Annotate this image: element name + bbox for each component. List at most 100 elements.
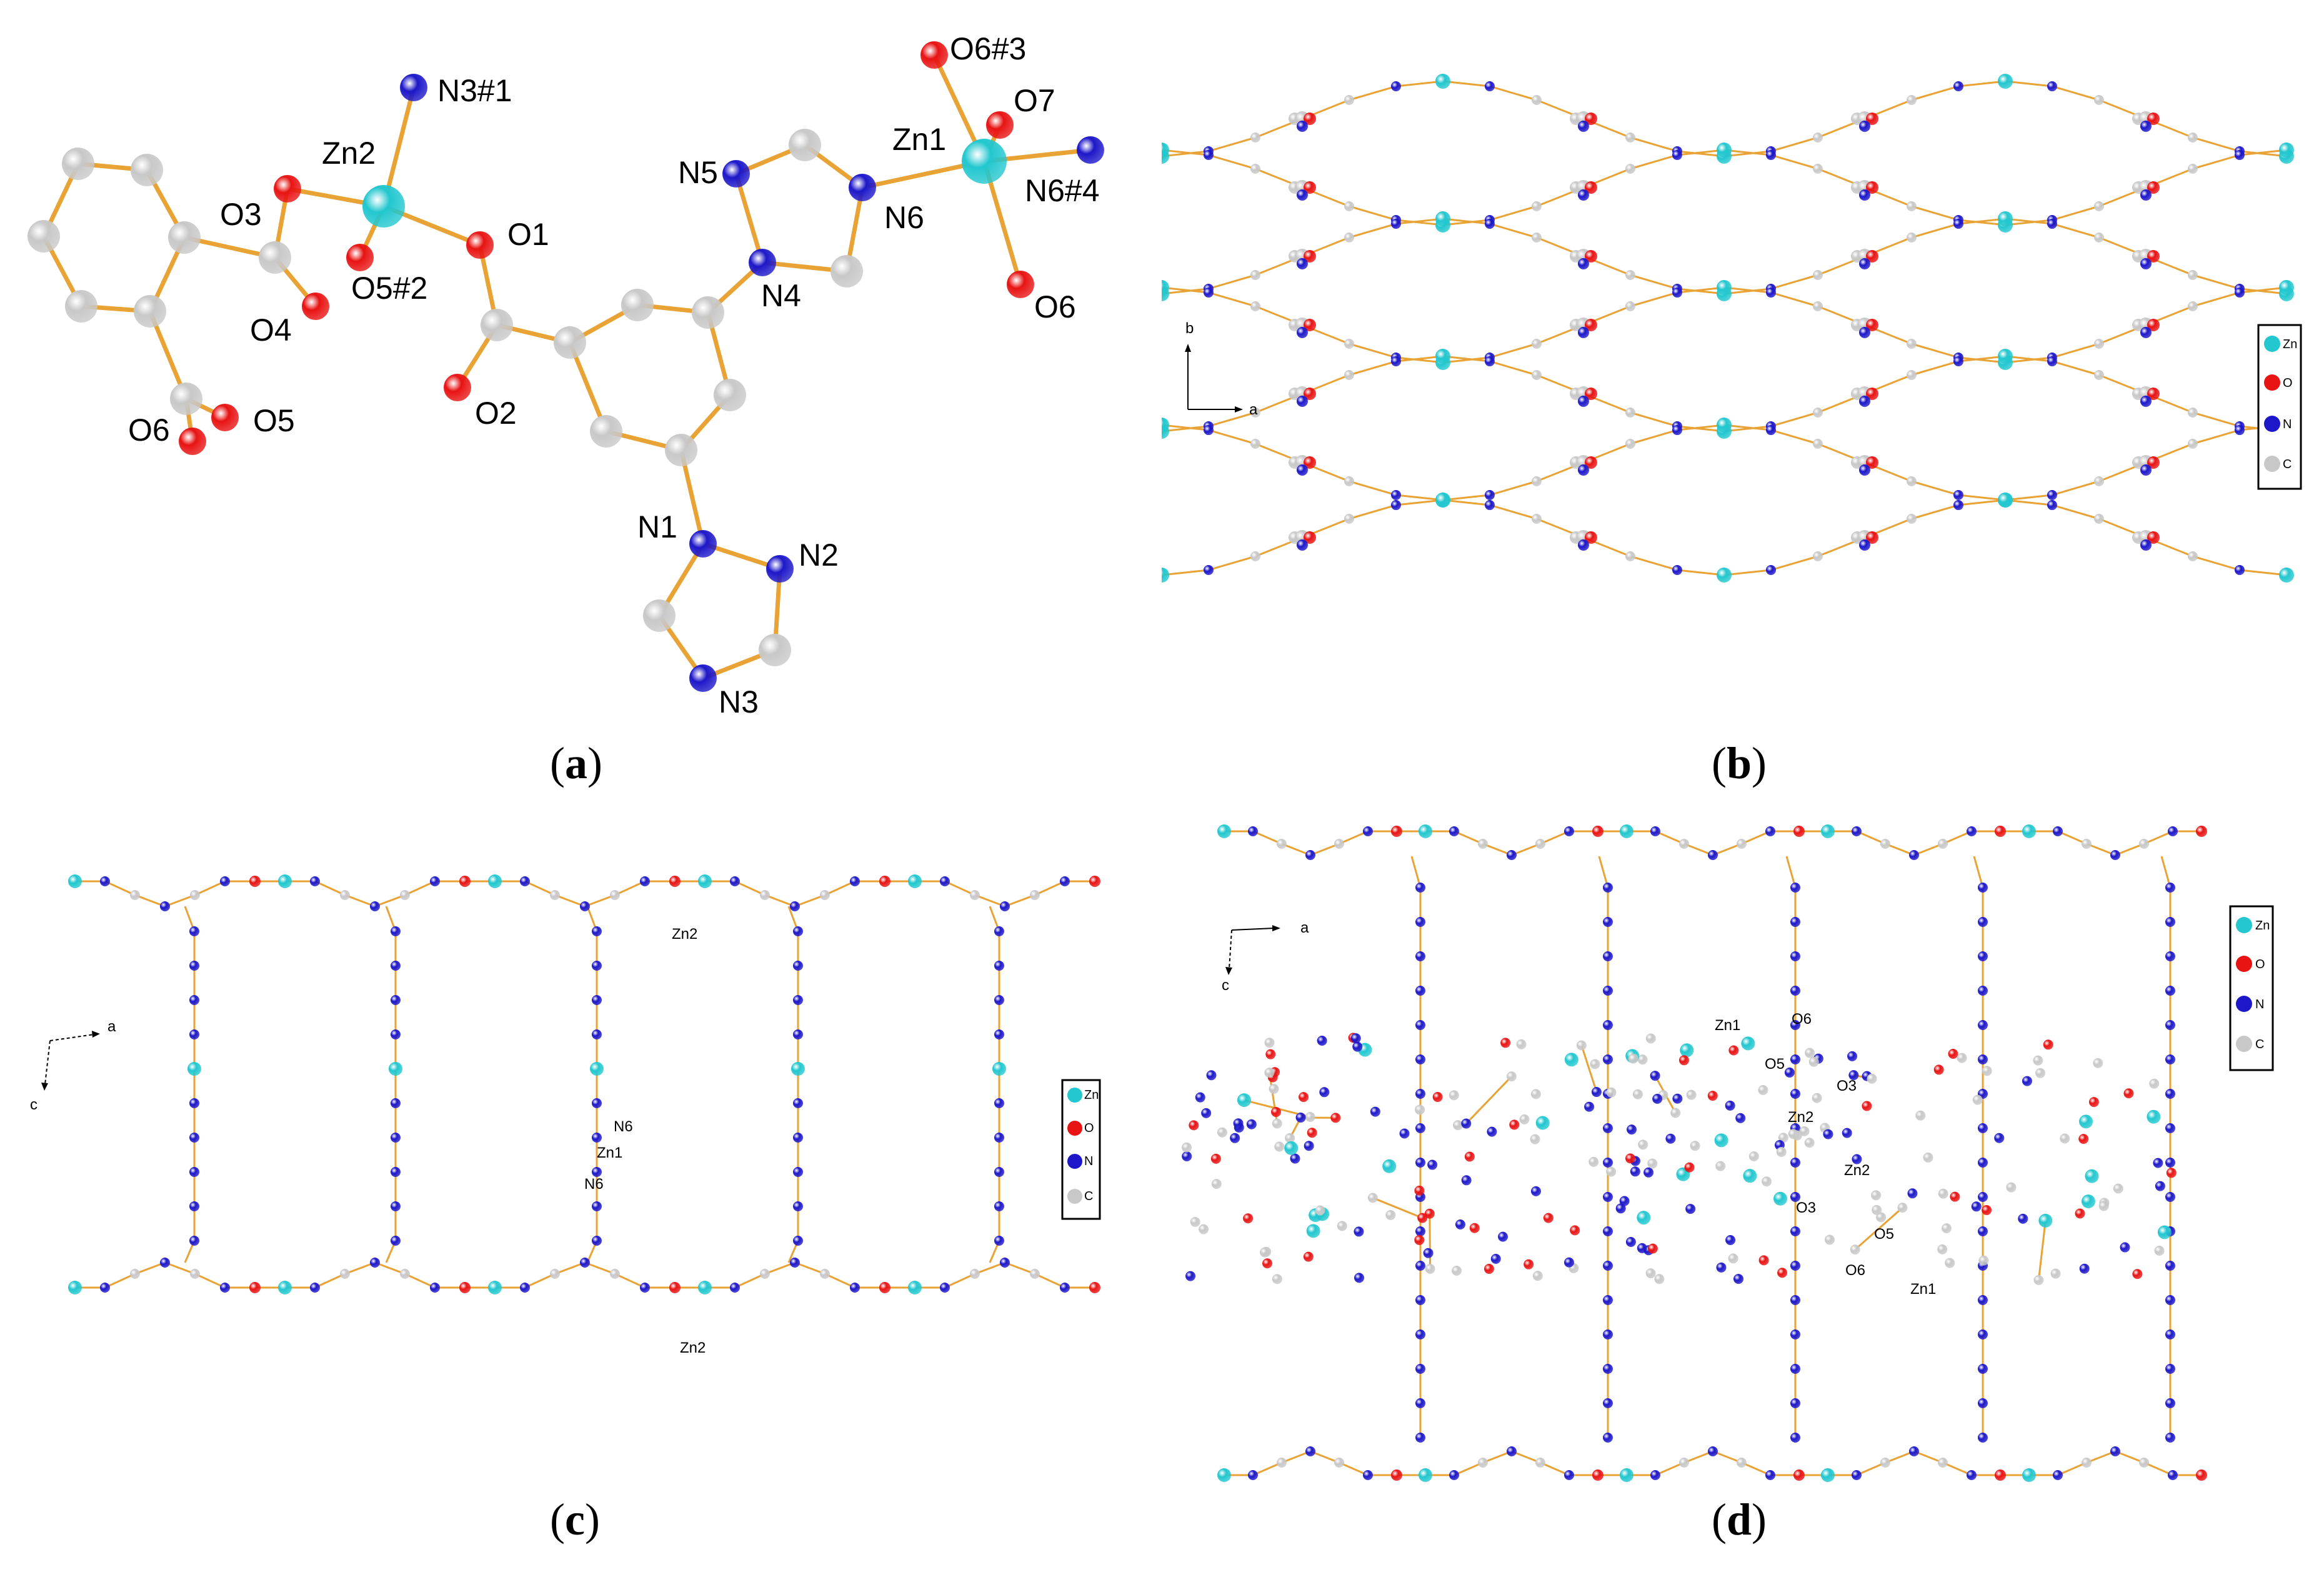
atom-zn <box>1717 568 1732 583</box>
atom-c <box>1625 164 1635 174</box>
atom-n <box>1907 1188 1918 1199</box>
atom-o <box>1982 1205 1992 1216</box>
legend-n-c: N <box>1084 1154 1093 1168</box>
atom-c <box>2154 1245 2165 1256</box>
atom-o <box>1866 319 1878 331</box>
atom-c <box>1737 839 1747 849</box>
label-zn2-lower-d: Zn2 <box>1844 1162 1870 1179</box>
atom-zn <box>278 874 292 888</box>
atom-c <box>1625 551 1635 561</box>
atom-n <box>1790 1089 1800 1099</box>
atom-n <box>2165 986 2175 996</box>
atom-n <box>1391 356 1401 367</box>
atom-c <box>1715 1161 1726 1171</box>
label-n6-lower-c: N6 <box>584 1176 604 1193</box>
atom-n <box>1978 1158 1988 1168</box>
atom-n <box>994 1201 1004 1211</box>
atom-n <box>592 926 602 936</box>
atom-c <box>400 1269 410 1279</box>
atom-c <box>1897 1203 1908 1213</box>
atom-c <box>1344 95 1354 105</box>
atom-n <box>391 1236 401 1246</box>
atom-n <box>1625 1236 1636 1247</box>
atom-c <box>2094 339 2104 349</box>
atom-n <box>1603 1398 1613 1408</box>
label-zn1-c: Zn1 <box>597 1144 622 1161</box>
atom-c <box>1972 1094 1983 1105</box>
label-n6-upper-c: N6 <box>614 1118 633 1135</box>
atom-c <box>2139 839 2149 849</box>
atom-n <box>940 1283 950 1293</box>
atom-c <box>1449 1090 1459 1101</box>
legend-c: Zn O N C <box>1061 1079 1101 1220</box>
atom-c <box>1690 1141 1700 1151</box>
legend-d: Zn O N C <box>2229 905 2274 1071</box>
legend-o-d: O <box>2255 958 2265 971</box>
atom-n <box>580 1258 590 1268</box>
atom-n <box>2140 396 2152 407</box>
atom-c <box>1728 1253 1738 1264</box>
atom-c <box>130 890 140 900</box>
atom-n <box>1305 1446 1315 1456</box>
atom-c <box>1532 95 1542 105</box>
atom-o <box>1524 1259 1534 1269</box>
atom-n <box>2140 539 2152 551</box>
atom-o <box>1948 1049 1958 1059</box>
atom-c <box>643 599 676 632</box>
atom-zn <box>1435 74 1450 89</box>
atom-n <box>2165 1020 2175 1030</box>
atom-n <box>1000 901 1010 911</box>
atom-o <box>302 293 329 320</box>
atom-o <box>444 374 471 401</box>
atom-n <box>994 1236 1004 1246</box>
atom-n <box>2165 1398 2175 1408</box>
atom-o <box>1585 531 1597 544</box>
atom-n <box>1507 850 1517 860</box>
atom-c <box>1516 1039 1527 1049</box>
atom-n <box>1246 1119 1257 1129</box>
atom-n <box>2140 464 2152 476</box>
atom-zn <box>2085 1169 2099 1183</box>
atom-zn <box>1217 1468 1231 1482</box>
atom-n <box>1317 1035 1327 1046</box>
atom-zn <box>1637 1211 1651 1225</box>
atom-o <box>1304 388 1316 400</box>
atom-c <box>1812 1093 1822 1103</box>
atom-o <box>1995 1469 2006 1481</box>
atom-zn <box>698 1281 712 1294</box>
atom-n <box>1978 1226 1988 1236</box>
atom-c <box>550 1269 560 1279</box>
atom-o <box>1862 1101 1872 1111</box>
atom-n <box>1735 1113 1746 1123</box>
atom-n <box>1391 500 1401 511</box>
atom-n <box>189 995 199 1005</box>
atom-zn <box>791 1062 805 1076</box>
atom-c <box>1530 1134 1540 1144</box>
atom-n <box>1971 1201 1982 1212</box>
atom-n <box>2053 826 2063 836</box>
atom-n <box>2110 850 2120 860</box>
caption-d: (d) <box>1712 1494 1767 1544</box>
atom-o <box>1464 1151 1475 1162</box>
atom-c <box>1532 514 1542 524</box>
atom-n <box>1461 1175 1472 1186</box>
atom-c <box>1344 370 1354 380</box>
atom-n <box>1603 1433 1613 1443</box>
atom-n <box>370 1258 380 1268</box>
atom-c <box>1645 1268 1656 1279</box>
atom-zn <box>488 1281 502 1294</box>
atom-zn <box>1284 1141 1299 1155</box>
atom-c <box>2149 1078 2160 1089</box>
atom-c <box>1530 1089 1541 1099</box>
atom-zn <box>2279 280 2294 295</box>
atom-o <box>2075 1208 2085 1219</box>
atom-c <box>1030 890 1040 900</box>
atom-n <box>1591 1087 1602 1098</box>
atom-o <box>1414 1185 1425 1196</box>
atom-c <box>1737 1458 1747 1468</box>
atom-n <box>2165 1158 2175 1168</box>
network-structure-c: a c Zn2 N6 Zn1 N6 Zn2 Zn O N C <box>30 874 1101 1356</box>
atom-n <box>2165 1295 2175 1305</box>
atom-n <box>391 1029 401 1039</box>
atom-c <box>1907 201 1917 211</box>
